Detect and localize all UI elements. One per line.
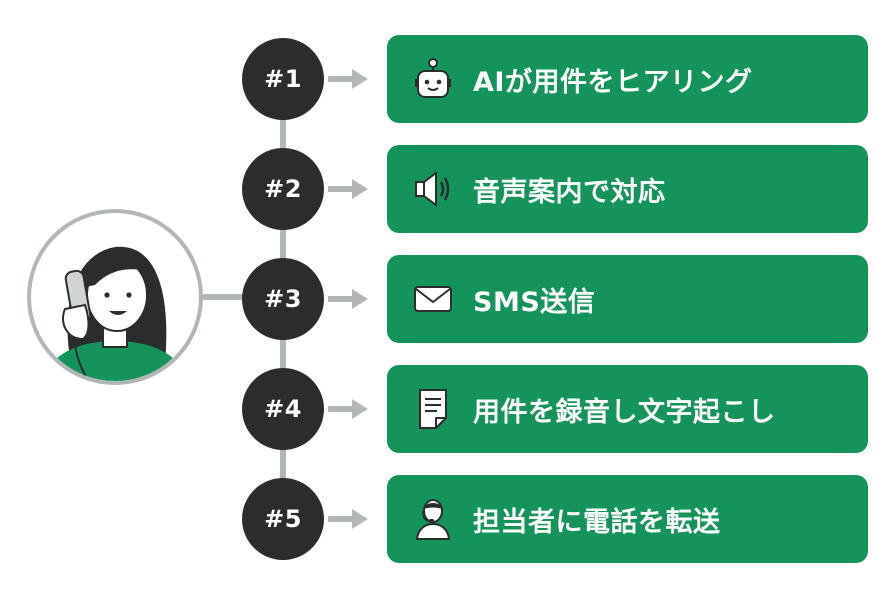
step-number-badge-3: #3 [242, 258, 324, 340]
step-label-4: 用件を録音し文字起こし [473, 396, 776, 428]
step-label-1: AIが用件をヒアリング [473, 66, 753, 98]
step-number-badge-1: #1 [242, 38, 324, 120]
arrow-right-icon [328, 69, 368, 89]
arrow-right-icon [328, 399, 368, 419]
arrow-right-icon [328, 179, 368, 199]
step-number-badge-5: #5 [242, 478, 324, 560]
step-label-5: 担当者に電話を転送 [473, 506, 721, 538]
step-label-3: SMS送信 [473, 286, 596, 318]
step-box-5: 担当者に電話を転送 [387, 475, 868, 563]
arrow-right-icon [328, 289, 368, 309]
step-number-badge-2: #2 [242, 148, 324, 230]
step-number-badge-4: #4 [242, 368, 324, 450]
document-icon [413, 387, 453, 431]
step-box-1: AIが用件をヒアリング [387, 35, 868, 123]
operator-icon [413, 497, 453, 541]
speaker-icon [413, 167, 453, 211]
step-label-2: 音声案内で対応 [473, 176, 666, 208]
caller-avatar [27, 209, 203, 385]
woman-on-phone-illustration [41, 246, 189, 381]
step-box-2: 音声案内で対応 [387, 145, 868, 233]
robot-icon [413, 57, 453, 101]
arrow-right-icon [328, 509, 368, 529]
envelope-icon [413, 277, 453, 321]
step-box-4: 用件を録音し文字起こし [387, 365, 868, 453]
step-box-3: SMS送信 [387, 255, 868, 343]
